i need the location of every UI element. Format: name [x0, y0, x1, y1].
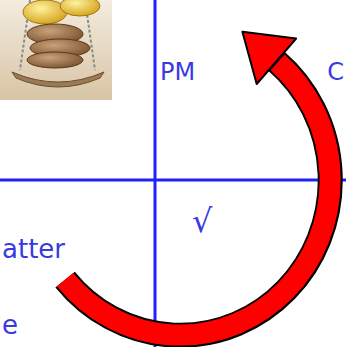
quadrant-label: PM	[160, 60, 195, 84]
balance-illustration	[0, 0, 112, 100]
quadrant-label: atter	[2, 236, 65, 262]
quadrant-label: √	[192, 205, 212, 237]
quadrant-label: e	[2, 312, 18, 338]
quadrant-label: C	[327, 60, 344, 84]
cycle-arrow	[65, 32, 330, 335]
